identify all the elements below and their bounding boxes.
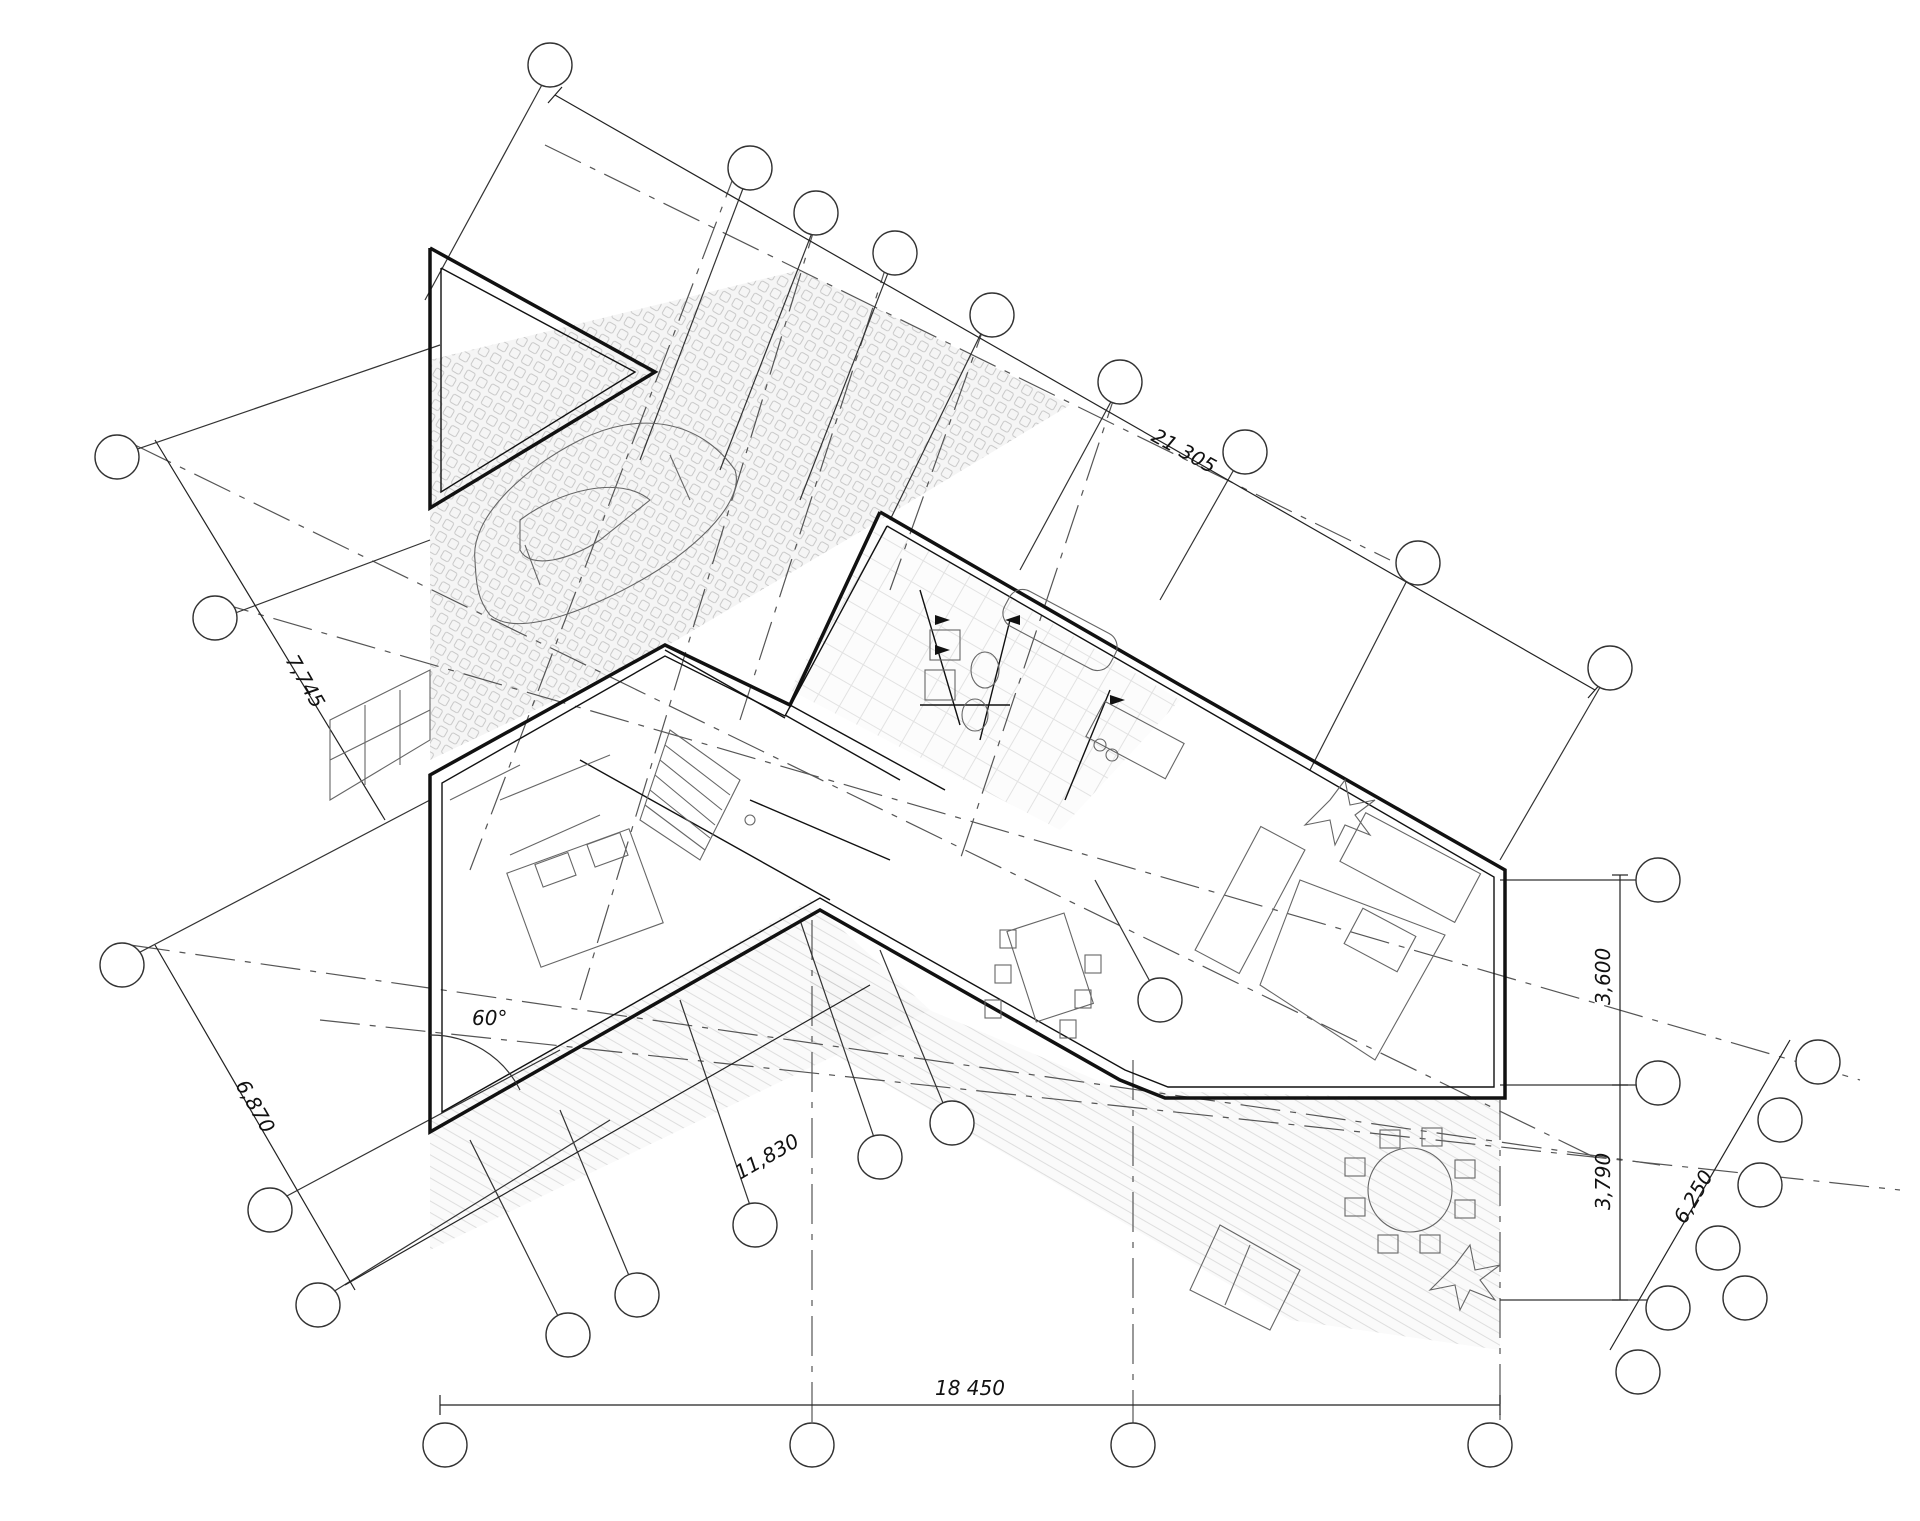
grid-bubble <box>1695 1225 1741 1271</box>
grid-bubble <box>872 230 918 276</box>
entrance-steps <box>329 669 431 801</box>
angle-arc <box>429 1034 521 1091</box>
arrow-icon <box>935 645 950 655</box>
grid-bubble <box>295 1282 341 1328</box>
bathroom-fixtures <box>924 588 1125 732</box>
grid-bubble <box>1097 359 1143 405</box>
axis-lines <box>129 144 1901 1430</box>
grid-bubble <box>99 942 145 988</box>
dim-left-upper: 7,745 <box>281 651 330 713</box>
plant-icon-living <box>1303 778 1376 847</box>
grid-bubble <box>1110 1422 1156 1468</box>
grid-bubbles <box>94 42 1841 1468</box>
arrow-icon <box>935 615 950 625</box>
grid-bubble <box>527 42 573 88</box>
dim-right-upper: 3,600 <box>1591 948 1615 1005</box>
grid-bubble <box>1587 645 1633 691</box>
grid-bubble <box>969 292 1015 338</box>
grid-bubble <box>1635 1060 1681 1106</box>
dimension-lines <box>154 86 1791 1415</box>
exterior-walls <box>428 246 1507 1136</box>
grid-bubble <box>1795 1039 1841 1085</box>
paved-driveway <box>430 270 1070 760</box>
bathroom-tile-floor <box>790 520 1180 830</box>
grid-bubble <box>929 1100 975 1146</box>
grid-bubble <box>1467 1422 1513 1468</box>
terrace-deck-left <box>430 900 930 1250</box>
angle-label: 60° <box>472 1006 507 1030</box>
grid-bubble <box>793 190 839 236</box>
grid-bubble <box>1635 857 1681 903</box>
terrace-steps <box>1189 1224 1301 1331</box>
dim-bottom-length: 18 450 <box>935 1376 1005 1400</box>
dim-right-diagonal: 6,250 <box>1669 1166 1718 1228</box>
car-drawing <box>474 422 737 624</box>
staircase <box>639 729 756 861</box>
terrace-deck-right <box>810 960 1500 1350</box>
wardrobe-hangers <box>449 764 601 856</box>
grid-bubble <box>727 145 773 191</box>
grid-bubble <box>192 595 238 641</box>
grid-leaders <box>119 69 1660 1331</box>
dim-top-length: 21 305 <box>1148 423 1221 478</box>
living-room-furniture <box>1194 812 1482 1061</box>
grid-bubble <box>1722 1275 1768 1321</box>
grid-bubble <box>1137 977 1183 1023</box>
grid-bubble <box>1737 1162 1783 1208</box>
grid-bubble <box>732 1202 778 1248</box>
grid-bubble <box>614 1272 660 1318</box>
grid-bubble <box>1757 1097 1803 1143</box>
grid-bubble <box>1615 1349 1661 1395</box>
grid-bubble <box>789 1422 835 1468</box>
dining-set <box>984 912 1102 1039</box>
grid-bubble <box>545 1312 591 1358</box>
dim-left-lower: 6,870 <box>231 1076 280 1138</box>
kitchen-units <box>1085 700 1185 780</box>
grid-bubble <box>94 434 140 480</box>
arrow-icon <box>1005 615 1020 625</box>
terrace-round-table <box>1344 1127 1476 1254</box>
grid-bubble <box>1395 540 1441 586</box>
arrow-icon <box>1110 695 1125 705</box>
grid-bubble <box>1222 429 1268 475</box>
grid-bubble <box>857 1134 903 1180</box>
grid-bubble <box>247 1187 293 1233</box>
dim-right-lower: 3,790 <box>1591 1153 1615 1210</box>
grid-bubble <box>422 1422 468 1468</box>
grid-bubble <box>1645 1285 1691 1331</box>
dim-inner-wing: 11,830 <box>731 1129 804 1185</box>
plant-icon-terrace <box>1428 1243 1501 1312</box>
bedroom-furniture <box>449 754 664 968</box>
